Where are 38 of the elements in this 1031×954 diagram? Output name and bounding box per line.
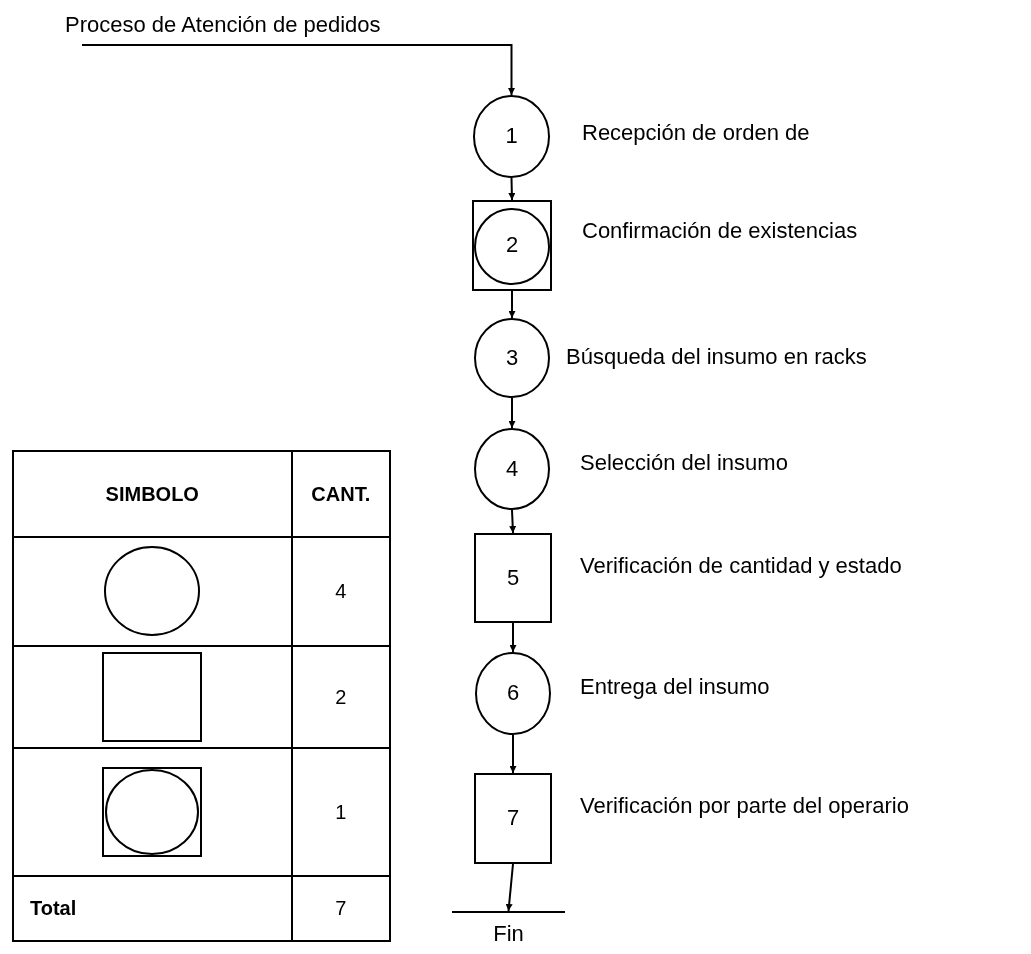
arrow bbox=[508, 177, 516, 201]
count-value: 7 bbox=[335, 897, 347, 920]
step-number: 4 bbox=[505, 455, 519, 483]
step-description: Recepción de orden de bbox=[582, 120, 810, 147]
operation-circle bbox=[474, 428, 550, 510]
end-label: Fin bbox=[493, 920, 524, 947]
step-number: 1 bbox=[505, 123, 518, 150]
step-number: 3 bbox=[505, 344, 519, 372]
arrow bbox=[505, 863, 514, 912]
step-description: Búsqueda del insumo en racks bbox=[566, 344, 867, 371]
arrow bbox=[508, 397, 516, 429]
count-value: 4 bbox=[335, 580, 347, 603]
operation-circle bbox=[474, 318, 550, 398]
arrow bbox=[509, 509, 517, 534]
step-description: Verificación por parte del operario bbox=[580, 793, 909, 820]
step-description: Selección del insumo bbox=[580, 450, 788, 477]
total-label: Total bbox=[30, 897, 77, 920]
count-value: 2 bbox=[335, 685, 347, 709]
inspection-square bbox=[474, 533, 552, 623]
arrow bbox=[509, 734, 517, 774]
step-number: 5 bbox=[506, 564, 520, 592]
count-value: 1 bbox=[335, 800, 347, 824]
step-number: 7 bbox=[506, 805, 520, 832]
arrow bbox=[81, 44, 515, 96]
step-number: 6 bbox=[506, 680, 520, 707]
step-description: Confirmación de existencias bbox=[582, 218, 858, 245]
combined-operation-symbol bbox=[472, 200, 552, 291]
step-description: Entrega del insumo bbox=[580, 674, 770, 701]
arrow bbox=[509, 622, 517, 653]
step-description: Verificación de cantidad y estado bbox=[580, 553, 902, 580]
operation-circle bbox=[473, 95, 550, 178]
inspection-square bbox=[474, 773, 552, 864]
step-number: 2 bbox=[505, 232, 519, 259]
process-title: Proceso de Atención de pedidos bbox=[65, 12, 381, 39]
column-header: SIMBOLO bbox=[105, 482, 199, 506]
column-header: CANT. bbox=[311, 482, 371, 506]
arrow bbox=[508, 290, 516, 319]
operation-circle bbox=[475, 652, 551, 735]
